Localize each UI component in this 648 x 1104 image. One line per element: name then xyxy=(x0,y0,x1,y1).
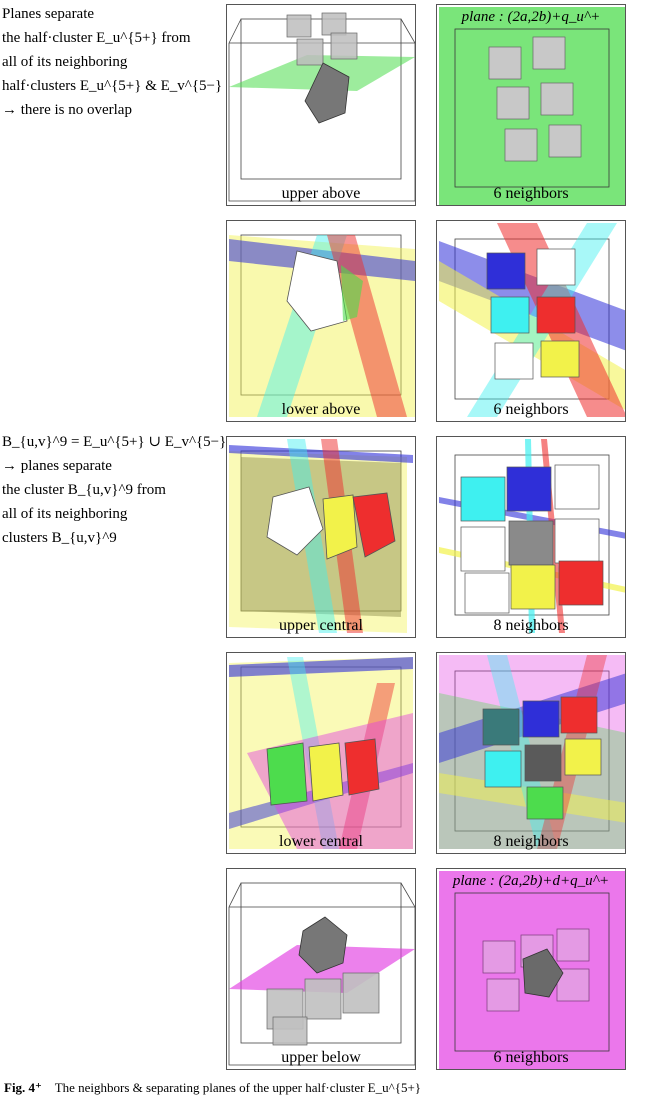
panel-lower-central: lower central xyxy=(226,652,416,854)
panel-illustration xyxy=(439,439,625,633)
panel-illustration xyxy=(439,655,625,849)
panel-illustration xyxy=(439,223,625,417)
cluster-text: B_{u,v}^9 = E_u^{5+} ∪ E_v^{5−} → planes… xyxy=(2,430,226,550)
panel-lower-above-neighbors: 6 neighbors xyxy=(436,220,626,422)
cluster-line-2: → planes separate xyxy=(2,458,112,474)
panel-upper-above-neighbors: plane : (2a,2b)+q_u^+ 6 neighbors xyxy=(436,4,626,206)
row-label: upper below xyxy=(281,1049,361,1066)
row-label: upper central xyxy=(279,617,363,634)
row-label: upper above xyxy=(281,185,361,202)
plane-formula: plane : (2a,2b)+q_u^+ xyxy=(461,9,601,25)
cluster-line-5: clusters B_{u,v}^9 xyxy=(2,530,117,546)
row-label: lower above xyxy=(281,401,361,418)
intro-line-3: all of its neighboring xyxy=(2,54,128,70)
panel-lower-above: lower above xyxy=(226,220,416,422)
panel-illustration xyxy=(229,657,413,849)
intro-line-2: the half·cluster E_u^{5+} from xyxy=(2,30,191,46)
panel-illustration xyxy=(439,871,625,1069)
cluster-line-4: all of its neighboring xyxy=(2,506,128,522)
intro-line-1: Planes separate xyxy=(2,6,95,22)
caption-text: The neighbors & separating planes of the… xyxy=(54,1080,422,1095)
panel-illustration xyxy=(229,439,413,633)
panel-upper-below: upper below xyxy=(226,868,416,1070)
panel-illustration xyxy=(228,882,415,1066)
intro-line-4: half·clusters E_u^{5+} & E_v^{5−} xyxy=(2,78,223,94)
panel-illustration xyxy=(439,7,625,205)
panel-illustration xyxy=(229,234,415,417)
panel-upper-above: upper above xyxy=(226,4,416,206)
neighbor-label: 6 neighbors xyxy=(493,401,569,418)
panel-lower-central-neighbors: 8 neighbors xyxy=(436,652,626,854)
panel-illustration xyxy=(228,12,415,202)
panel-upper-below-neighbors: plane : (2a,2b)+d+q_u^+ 6 neighbors xyxy=(436,868,626,1070)
panel-upper-central-neighbors: 8 neighbors xyxy=(436,436,626,638)
panel-upper-central: upper central xyxy=(226,436,416,638)
neighbor-label: 6 neighbors xyxy=(493,1049,569,1066)
row-label: lower central xyxy=(279,833,363,850)
plane-formula: plane : (2a,2b)+d+q_u^+ xyxy=(452,873,610,889)
intro-text: Planes separate the half·cluster E_u^{5+… xyxy=(2,2,222,122)
neighbor-label: 6 neighbors xyxy=(493,185,569,202)
neighbor-label: 8 neighbors xyxy=(493,833,569,850)
intro-line-5: → there is no overlap xyxy=(2,102,132,118)
cluster-line-3: the cluster B_{u,v}^9 from xyxy=(2,482,166,498)
figure-number: Fig. 4⁺ xyxy=(4,1080,42,1095)
figure-caption: Fig. 4⁺ The neighbors & separating plane… xyxy=(4,1080,421,1096)
neighbor-label: 8 neighbors xyxy=(493,617,569,634)
cluster-line-1: B_{u,v}^9 = E_u^{5+} ∪ E_v^{5−} xyxy=(2,434,227,450)
